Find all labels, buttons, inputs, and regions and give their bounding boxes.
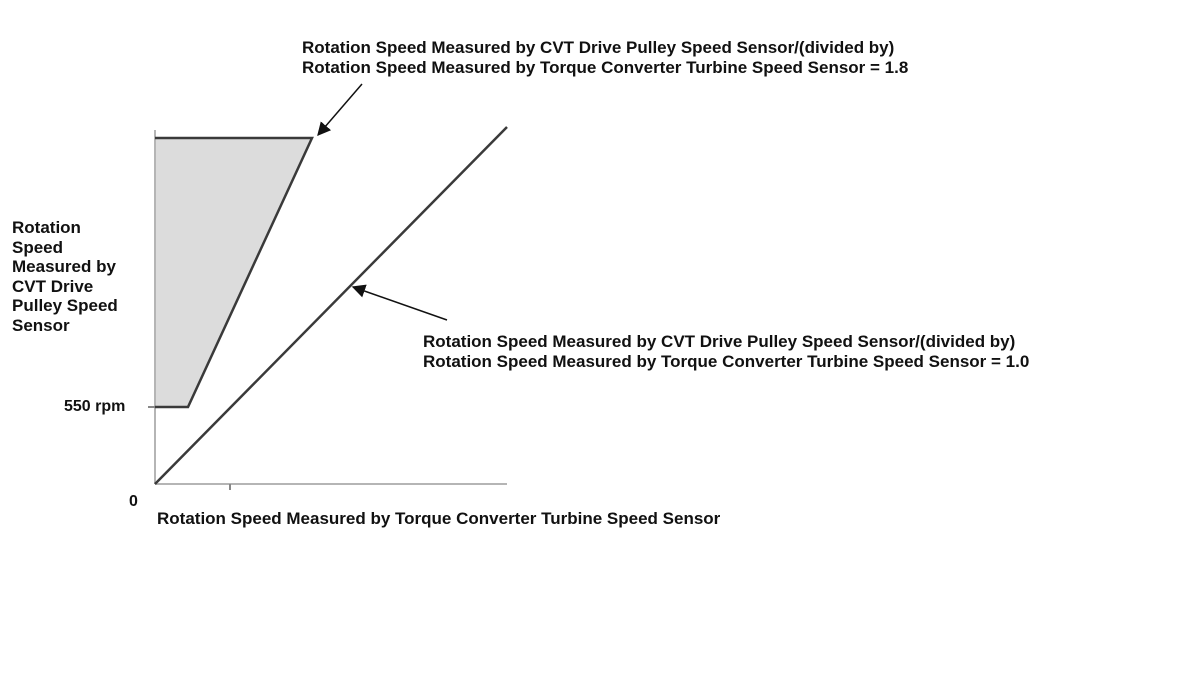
annotation-ratio-1-0: Rotation Speed Measured by CVT Drive Pul… bbox=[423, 332, 1029, 372]
annotation-arrow-ratio-1-8 bbox=[317, 83, 363, 137]
y-tick-label-550: 550 rpm bbox=[64, 398, 126, 415]
annotation-arrow-ratio-1-0 bbox=[351, 284, 448, 321]
annotation-ratio-1-8-line1: Rotation Speed Measured by CVT Drive Pul… bbox=[302, 38, 895, 57]
x-axis-label: Rotation Speed Measured by Torque Conver… bbox=[157, 509, 721, 528]
shaded-region bbox=[155, 138, 312, 407]
annotation-ratio-1-8-line2: Rotation Speed Measured by Torque Conver… bbox=[302, 58, 909, 77]
origin-label: 0 bbox=[129, 493, 138, 510]
ratio-1-8-boundary-line bbox=[155, 136, 314, 409]
y-axis-label: Rotation Speed Measured by CVT Drive Pul… bbox=[12, 218, 118, 335]
annotation-ratio-1-0-line2: Rotation Speed Measured by Torque Conver… bbox=[423, 352, 1030, 371]
annotation-ratio-1-0-line1: Rotation Speed Measured by CVT Drive Pul… bbox=[423, 332, 1016, 351]
ratio-1-0-line bbox=[154, 126, 508, 485]
annotation-ratio-1-8: Rotation Speed Measured by CVT Drive Pul… bbox=[302, 38, 908, 78]
